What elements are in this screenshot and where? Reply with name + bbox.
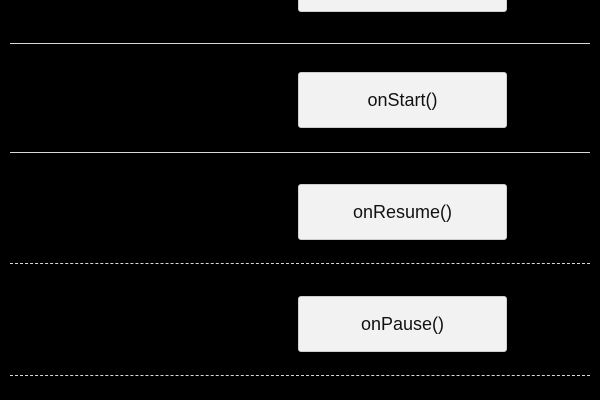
method-box-onpause: onPause() [298,296,507,352]
method-box-top-clipped [298,0,507,12]
separator-line-solid [10,43,590,44]
method-box-onstart: onStart() [298,72,507,128]
method-box-onresume: onResume() [298,184,507,240]
separator-line-solid [10,152,590,153]
separator-line-dashed [10,263,590,264]
method-label-onresume: onResume() [352,201,453,222]
separator-line-dashed [10,375,590,376]
method-label-onstart: onStart() [367,89,438,110]
method-label-onpause: onPause() [360,313,445,334]
